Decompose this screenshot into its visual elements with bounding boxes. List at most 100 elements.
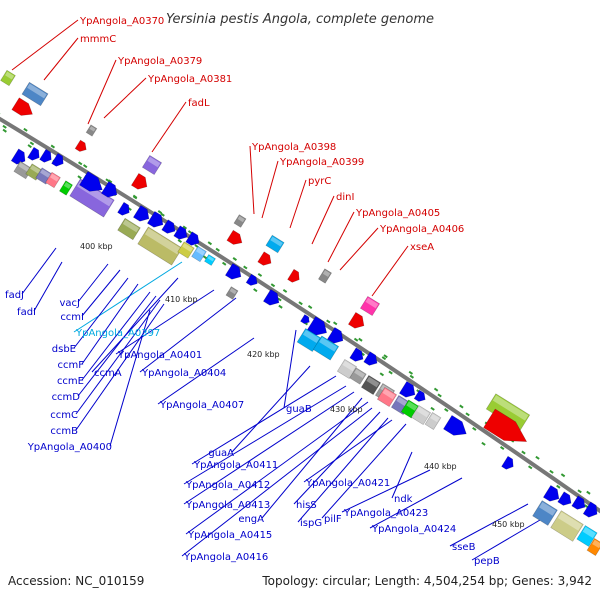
gene-block-shape: [312, 335, 340, 361]
gene-block: [141, 154, 163, 176]
bottom-gene-label: ispG: [300, 518, 322, 529]
top-gene-label: YpAngola_A0381: [147, 74, 232, 85]
bottom-gene-label: guaB: [286, 404, 312, 415]
label-leader-line: [303, 419, 393, 483]
bottom-gene-label: ccmB: [50, 426, 78, 437]
gene-block-shine: [89, 126, 96, 132]
label-leader-line: [181, 407, 373, 557]
gene-features: [0, 69, 600, 556]
tick-dot: [82, 164, 88, 169]
gene-block-shape: [204, 254, 216, 266]
gene-block: [359, 295, 381, 317]
gene-block: [376, 386, 398, 408]
bottom-gene-label: ccmE: [57, 376, 84, 387]
bottom-gene-label: YpAngola_A0416: [183, 552, 268, 563]
bottom-gene-label: ccmC: [50, 410, 78, 421]
gene-arrow-shape: [226, 229, 243, 245]
tick-dot: [437, 393, 442, 398]
gene-arrow: [226, 229, 243, 245]
tick-dot: [586, 490, 591, 495]
label-leader-line: [103, 77, 147, 119]
bottom-gene-label: ccmF: [58, 360, 85, 371]
tick-dot: [2, 124, 7, 129]
tick-dot: [50, 144, 56, 149]
gene-block-shape: [359, 295, 381, 317]
tick-dot: [215, 247, 220, 252]
label-leader-line: [81, 291, 151, 381]
label-leader-line: [75, 303, 165, 431]
label-leader-line: [157, 337, 255, 405]
bottom-gene-label: sseB: [452, 542, 476, 553]
gene-arrow-shape: [582, 501, 598, 518]
label-leader-line: [11, 19, 79, 71]
gene-arrow: [300, 314, 310, 324]
tick-dot: [77, 175, 82, 180]
gene-block-shine: [342, 360, 356, 372]
tick-dot: [481, 441, 486, 446]
gene-block-shape: [532, 500, 558, 526]
tick-dot: [278, 304, 283, 309]
gene-block: [360, 374, 382, 396]
gene-arrow: [306, 316, 327, 336]
label-leader-line: [81, 283, 139, 365]
top-gene-label: YpAngola_A0370: [79, 16, 164, 27]
gene-arrow-shape: [117, 201, 130, 216]
gene-arrow: [349, 347, 364, 362]
gene-block: [424, 412, 442, 430]
label-leader-line: [311, 195, 335, 245]
tick-dot: [232, 257, 238, 261]
tick-dot: [23, 127, 28, 132]
gene-block-shape: [265, 234, 285, 254]
gene-arrow: [571, 495, 586, 510]
tick-dot: [333, 321, 338, 326]
bottom-gene-label: YpAngola_A0413: [185, 500, 270, 511]
gene-arrow-shape: [287, 268, 300, 283]
gene-block-shine: [207, 255, 215, 262]
gene-arrow-shape: [326, 326, 344, 344]
gene-block-shine: [270, 236, 283, 247]
bottom-gene-label: YpAngola_A0404: [141, 368, 226, 379]
top-gene-label: YpAngola_A0399: [279, 157, 364, 168]
label-leader-line: [471, 519, 541, 561]
gene-arrow-shape: [79, 170, 103, 192]
gene-arrow: [130, 172, 148, 190]
gene-block-shape: [225, 286, 239, 300]
label-leader-line: [449, 503, 529, 547]
kbp-tick-label: 400 kbp: [80, 242, 113, 251]
gene-block-shape: [318, 268, 332, 284]
kbp-tick-label: 440 kbp: [424, 462, 457, 471]
gene-arrow: [117, 201, 130, 216]
label-leader-line: [109, 309, 151, 447]
tick-dot: [408, 370, 414, 375]
tick-dot: [257, 272, 263, 277]
gene-block: [550, 510, 584, 542]
gene-block-shine: [144, 228, 181, 255]
label-leader-line: [81, 269, 121, 317]
map-title: Yersinia pestis Angola, complete genome: [166, 12, 434, 27]
gene-arrow-shape: [130, 172, 148, 190]
gene-arrow-shape: [11, 97, 33, 116]
tick-dot: [207, 241, 213, 246]
gene-block-shine: [319, 337, 338, 352]
gene-arrow-shape: [27, 146, 40, 161]
genome-backbone-line: [0, 116, 600, 514]
gene-arrow-shape: [185, 231, 200, 246]
gene-block-shine: [63, 182, 72, 189]
label-leader-line: [289, 179, 307, 229]
tick-dot: [521, 450, 526, 455]
kbp-tick-label: 430 kbp: [330, 405, 363, 414]
gene-block-shape: [59, 180, 73, 196]
gene-arrow-shape: [132, 204, 150, 222]
gene-block: [191, 245, 207, 263]
tick-dot: [326, 319, 331, 324]
bottom-gene-label: YpAngola_A0411: [193, 460, 278, 471]
gene-arrow-shape: [443, 414, 467, 436]
gene-block-shine: [322, 270, 331, 277]
gene-arrow-shape: [39, 148, 52, 163]
top-gene-label: YpAngola_A0398: [251, 142, 336, 153]
label-leader-line: [75, 299, 161, 415]
gene-block-shine: [354, 369, 365, 378]
